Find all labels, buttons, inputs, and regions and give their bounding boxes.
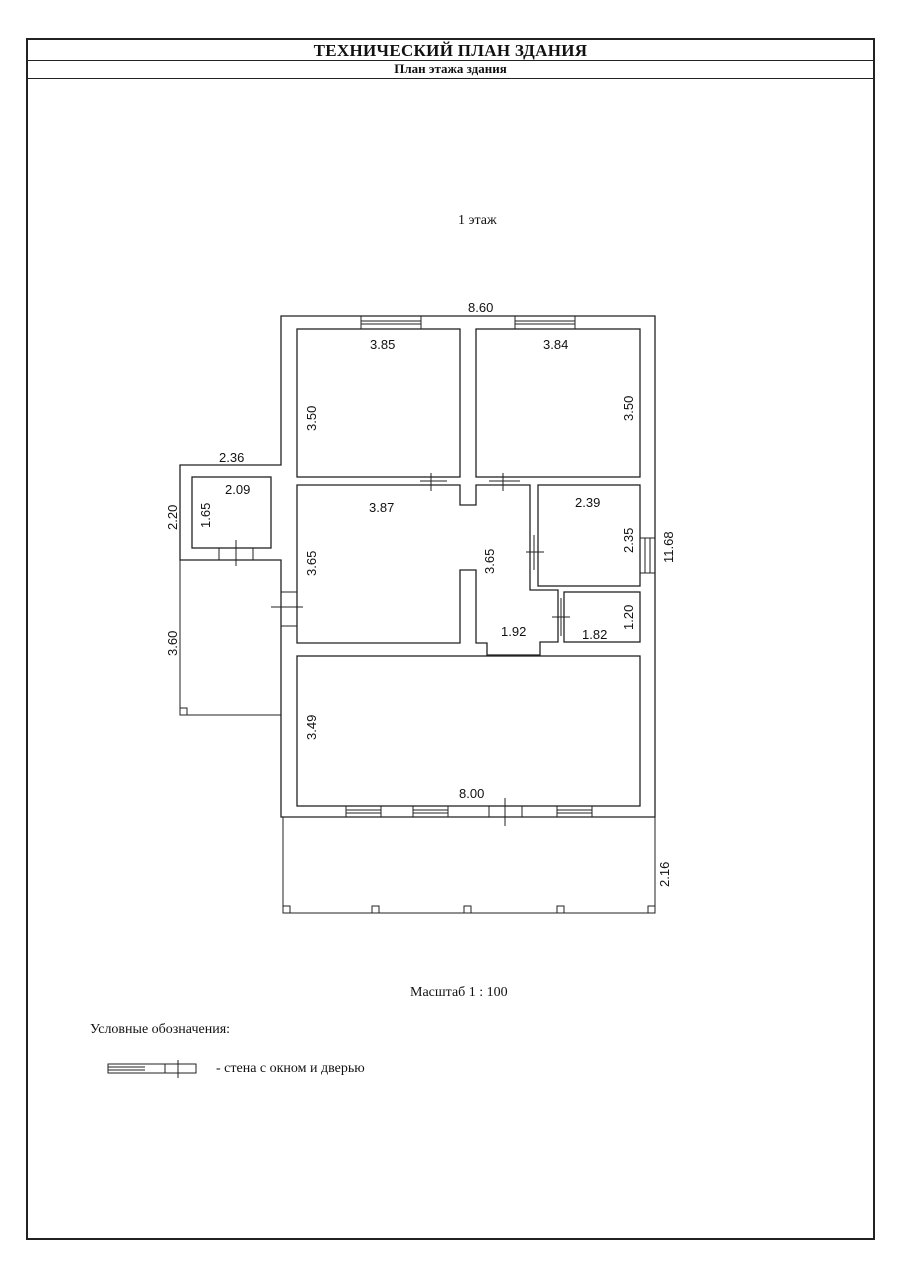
dim-bottom-room-height: 3.49 xyxy=(304,715,319,740)
dim-overall-height: 11.68 xyxy=(661,531,676,563)
dim-room-top-left-width: 3.85 xyxy=(370,337,395,352)
dim-middle-room-height-left: 3.65 xyxy=(304,551,319,576)
door-marks xyxy=(218,473,570,826)
room-bottom xyxy=(296,655,641,807)
dim-bottom-room-width: 8.00 xyxy=(459,786,484,801)
dim-middle-room-width: 3.87 xyxy=(369,500,394,515)
dim-small-room-width: 2.09 xyxy=(225,482,250,497)
outer-wall xyxy=(179,315,656,818)
dim-hall-width: 1.92 xyxy=(501,624,526,639)
scale-label: Масштаб 1 : 100 xyxy=(410,985,508,1000)
dim-bath-height: 2.35 xyxy=(621,528,636,553)
drawing-frame: ТЕХНИЧЕСКИЙ ПЛАН ЗДАНИЯ План этажа здани… xyxy=(26,38,875,1240)
document-title: ТЕХНИЧЕСКИЙ ПЛАН ЗДАНИЯ xyxy=(28,40,873,61)
legend-title: Условные обозначения: xyxy=(90,1022,231,1037)
window-marks xyxy=(345,315,656,818)
terrace xyxy=(282,817,656,914)
dim-small-room-height: 1.65 xyxy=(198,503,213,528)
dim-room-top-right-height: 3.50 xyxy=(621,396,636,421)
legend-symbol xyxy=(107,1060,197,1078)
floor-label: 1 этаж xyxy=(458,213,497,228)
dim-middle-room-height-right: 3.65 xyxy=(482,549,497,574)
dim-closet-height: 1.20 xyxy=(621,605,636,630)
dim-veranda-height: 3.60 xyxy=(165,631,180,656)
dim-bath-width: 2.39 xyxy=(575,495,600,510)
room-middle xyxy=(296,484,559,656)
dim-closet-width: 1.82 xyxy=(582,627,607,642)
dim-terrace-height: 2.16 xyxy=(657,862,672,887)
dim-overall-width: 8.60 xyxy=(468,300,493,315)
document-subtitle: План этажа здания xyxy=(28,60,873,79)
dim-porch-height: 2.20 xyxy=(165,505,180,530)
dim-porch-width: 2.36 xyxy=(219,450,244,465)
veranda xyxy=(179,560,281,716)
room-bathroom xyxy=(537,484,641,587)
dim-room-top-right-width: 3.84 xyxy=(543,337,568,352)
legend-text: - стена с окном и дверью xyxy=(216,1061,365,1076)
dim-room-top-left-height: 3.50 xyxy=(304,406,319,431)
